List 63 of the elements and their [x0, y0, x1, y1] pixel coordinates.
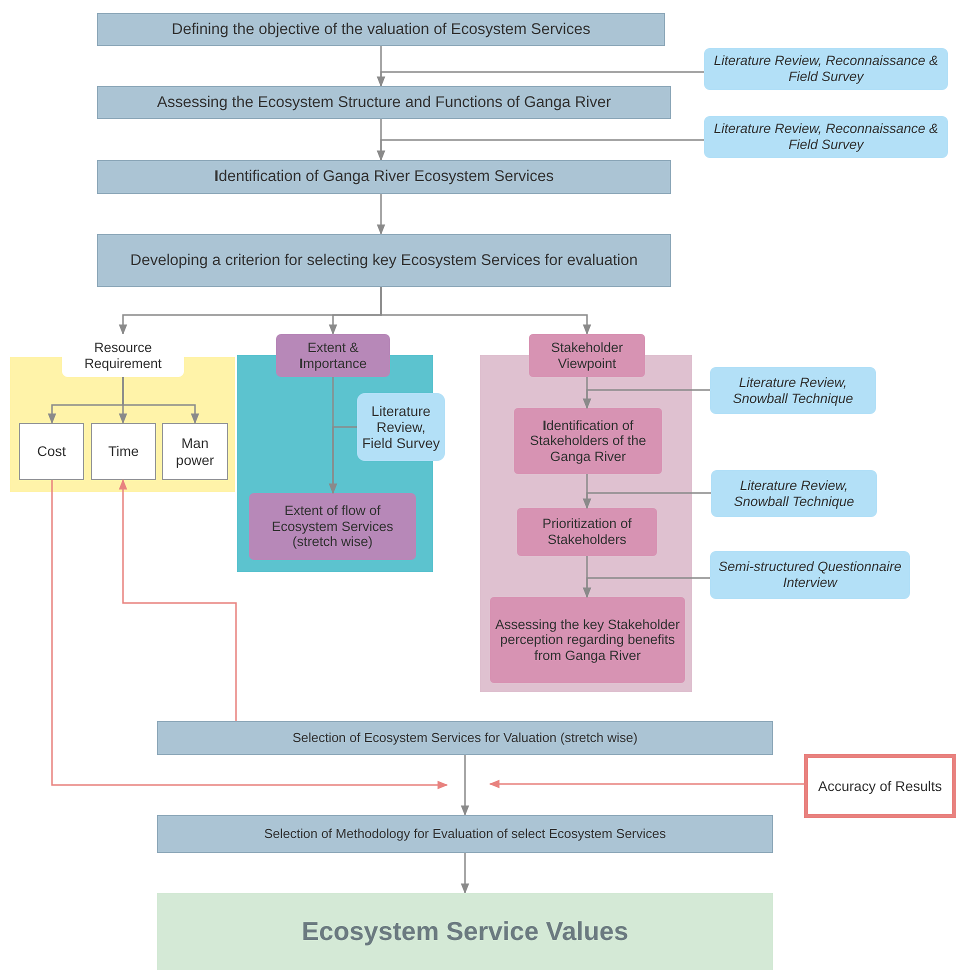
resource-box [19, 423, 84, 480]
box-label: Developing a criterion for selecting key Ecosystem Services for evaluation [129, 252, 639, 270]
arrow [118, 478, 237, 721]
panel-background [480, 355, 692, 692]
box-label: Extent of flow of Ecosystem Services (stretch wise) [270, 503, 394, 550]
source-box [710, 551, 910, 599]
process-box [517, 508, 657, 556]
resource-box [91, 423, 156, 480]
box-label: Accuracy of Results [817, 778, 943, 794]
process-box [490, 597, 685, 683]
process-box [97, 13, 665, 46]
box-label: Cost [36, 443, 67, 460]
arrow [582, 577, 710, 598]
box-label: Identification of Stakeholders of the Ganga River [528, 418, 648, 464]
arrow [376, 194, 386, 236]
arrow [460, 755, 470, 816]
source-box [711, 470, 877, 517]
box-label: Assessing the key Stakeholder perception regarding benefits from Ganga River [494, 616, 681, 664]
source-box [704, 48, 948, 90]
box-label: Man power [174, 435, 216, 468]
box-label: Resource Requirement [83, 340, 163, 372]
box-label: Ecosystem Service Values [300, 916, 630, 946]
box-label: Literature Review, Snowball Technique [732, 478, 856, 510]
process-box [97, 234, 671, 287]
arrow [376, 139, 704, 162]
arrow [328, 426, 357, 494]
arrow [582, 492, 711, 510]
box-label: Extent & Importance [298, 340, 368, 372]
resource-box [162, 423, 228, 480]
panel-background [10, 357, 235, 492]
category-box [249, 493, 416, 560]
box-label: Stakeholder Viewpoint [550, 340, 624, 372]
process-box [529, 334, 645, 377]
process-box [97, 160, 671, 194]
arrow [380, 287, 592, 336]
process-box [157, 815, 773, 853]
source-box [710, 367, 876, 414]
box-label: Defining the objective of the valuation of Ecosystem Services [170, 20, 592, 38]
arrow [488, 780, 804, 788]
box-label: Literature Review, Field Survey [361, 402, 441, 452]
arrow [376, 71, 704, 88]
arrow [51, 480, 448, 790]
category-box [276, 334, 390, 377]
result-box [157, 893, 773, 970]
box-label: Selection of Ecosystem Services for Valuation (stretch wise) [291, 730, 639, 746]
box-label: Selection of Methodology for Evaluation of select Ecosystem Services [263, 826, 667, 842]
process-box [157, 721, 773, 755]
process-box [514, 408, 662, 474]
source-box [357, 393, 445, 461]
process-box [97, 86, 671, 119]
arrow [122, 377, 200, 424]
box-label: Literature Review, Reconnaissance & Field Survey [712, 121, 940, 153]
box-label: Literature Review, Snowball Technique [732, 374, 854, 406]
box-label: Assessing the Ecosystem Structure and Functions of Ganga River [156, 94, 612, 112]
arrow [460, 853, 470, 894]
box-label: Identification of Ganga River Ecosystem Services [213, 168, 555, 186]
box-label: Literature Review, Reconnaissance & Field Survey [712, 53, 940, 85]
box-label: Time [107, 443, 140, 460]
outcome-box [804, 754, 956, 818]
box-label: Semi-structured Questionnaire Interview [717, 559, 903, 591]
arrow [582, 389, 710, 410]
source-box [704, 116, 948, 158]
box-label: Prioritization of Stakeholders [541, 516, 633, 548]
